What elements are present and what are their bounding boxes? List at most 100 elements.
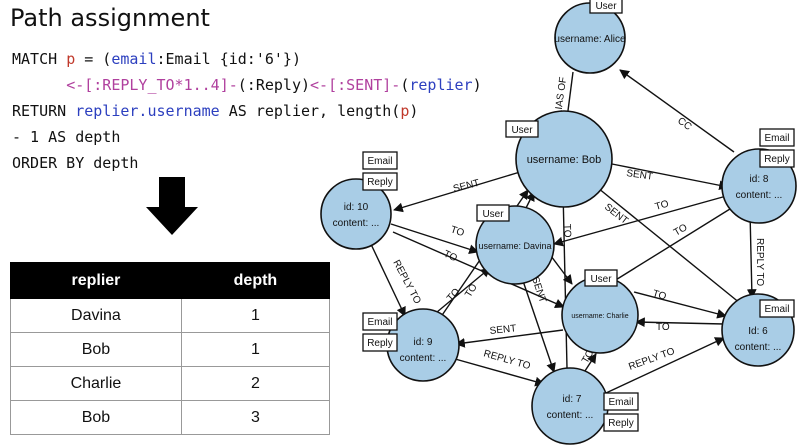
label-box-reply	[362, 172, 398, 191]
label-box-email	[759, 128, 795, 147]
label-user: User	[595, 1, 617, 12]
label-reply-to: REPLY TO	[627, 346, 676, 373]
edge-8-reply-to-6	[746, 211, 757, 299]
edge-bob-sent-8	[611, 163, 729, 191]
graph-nodes	[320, 2, 797, 445]
label-box-email	[603, 392, 639, 411]
cell: 1	[180, 298, 331, 333]
label-reply: Reply	[367, 177, 393, 188]
node-8-content: content: ...	[736, 190, 783, 201]
node-7-id: id: 7	[563, 394, 582, 405]
node-7	[531, 367, 609, 445]
node-7-content: content: ...	[547, 410, 594, 421]
label-box-email	[759, 299, 795, 318]
node-10	[320, 178, 392, 250]
node-9-content: content: ...	[400, 353, 447, 364]
node-texts: username: Alice username: Bob username: …	[333, 34, 783, 421]
label-box-reply	[362, 333, 398, 352]
query-line-5: ORDER BY depth	[12, 154, 139, 172]
node-10-content: content: ...	[333, 218, 380, 229]
page-title: Path assignment	[10, 4, 210, 32]
node-charlie-text: username: Charlie	[571, 313, 628, 320]
edge-bob-sent-10	[393, 171, 521, 213]
query-line-2: <-[:REPLY_TO*1..4]-(:Reply)<-[:SENT]-(re…	[66, 76, 482, 94]
cell: Bob	[10, 332, 182, 367]
label-box-reply	[759, 149, 795, 168]
label-reply: Reply	[367, 338, 393, 349]
query-line-4: - 1 AS depth	[12, 128, 121, 146]
node-10-id: id: 10	[344, 202, 369, 213]
edge-charlie-sent-9	[455, 329, 564, 348]
edge-8-to-charlie	[605, 203, 739, 287]
edge-bob-sent-6	[597, 187, 747, 309]
cypher-query: MATCH p = (email:Email {id:'6'}) <-[:REP…	[12, 46, 482, 176]
label-sent: SENT	[452, 178, 481, 195]
edge-cc	[619, 69, 735, 153]
label-box-user	[589, 0, 623, 14]
edge-8-to-davina	[553, 194, 731, 247]
label-email: Email	[608, 397, 633, 408]
edge-7-reply-to-6	[605, 337, 725, 394]
node-davina	[475, 205, 555, 285]
label-email: Email	[764, 304, 789, 315]
label-reply: Reply	[608, 418, 634, 429]
label-to: TO	[463, 282, 480, 300]
cell: 1	[180, 332, 331, 367]
cell: Charlie	[10, 366, 182, 401]
label-reply-to: REPLY TO	[390, 258, 422, 306]
label-sent: SENT	[602, 202, 630, 227]
node-davina-text: username: Davina	[478, 241, 551, 251]
label-user: User	[482, 209, 504, 220]
label-box-email	[362, 312, 398, 331]
label-reply: Reply	[764, 154, 790, 165]
node-6-id: Id: 6	[748, 326, 768, 337]
down-arrow-icon	[146, 177, 198, 235]
label-user: User	[511, 125, 533, 136]
node-label-boxes: User User User User Email Reply Email Re…	[362, 0, 795, 432]
node-bob-text: username: Bob	[527, 154, 602, 166]
label-to: TO	[449, 224, 466, 239]
query-line-3: RETURN replier.username AS replier, leng…	[12, 102, 419, 120]
edge-6-to-charlie	[635, 317, 725, 328]
node-alice-text: username: Alice	[554, 34, 626, 45]
label-sent: SENT	[489, 323, 517, 337]
edge-10-to-charlie	[392, 231, 565, 308]
column-header: replier	[10, 262, 182, 299]
label-box-user	[505, 120, 539, 138]
cell: Davina	[10, 298, 182, 333]
label-email: Email	[367, 317, 392, 328]
label-to: TO	[561, 224, 572, 238]
edge-9-reply-to-7	[447, 356, 545, 387]
label-user: User	[590, 274, 612, 285]
edge-7-to-bob	[558, 189, 569, 369]
edge-charlie-to-6	[633, 291, 727, 319]
query-line-1: MATCH p = (email:Email {id:'6'})	[12, 50, 301, 68]
label-reply-to: REPLY TO	[754, 238, 765, 286]
label-email: Email	[367, 156, 392, 167]
label-box-user	[584, 269, 618, 287]
label-box-email	[362, 151, 398, 170]
label-to: TO	[651, 288, 667, 302]
cell: Bob	[10, 400, 182, 435]
node-6-content: content: ...	[735, 342, 782, 353]
edge-10-to-davina	[390, 223, 479, 254]
node-8-id: id: 8	[750, 174, 769, 185]
label-to: TO	[656, 322, 670, 333]
node-9-id: id: 9	[414, 337, 433, 348]
edge-9-to-davina	[430, 267, 491, 318]
label-cc: CC	[675, 116, 693, 133]
label-box-reply	[603, 413, 639, 432]
label-box-user	[476, 204, 510, 222]
edge-10-reply-to-9	[368, 239, 406, 317]
label-to: TO	[442, 249, 459, 265]
node-bob	[515, 110, 613, 208]
edge-davina-sent-7	[521, 277, 556, 373]
label-email: Email	[764, 133, 789, 144]
label-to: TO	[654, 198, 670, 212]
